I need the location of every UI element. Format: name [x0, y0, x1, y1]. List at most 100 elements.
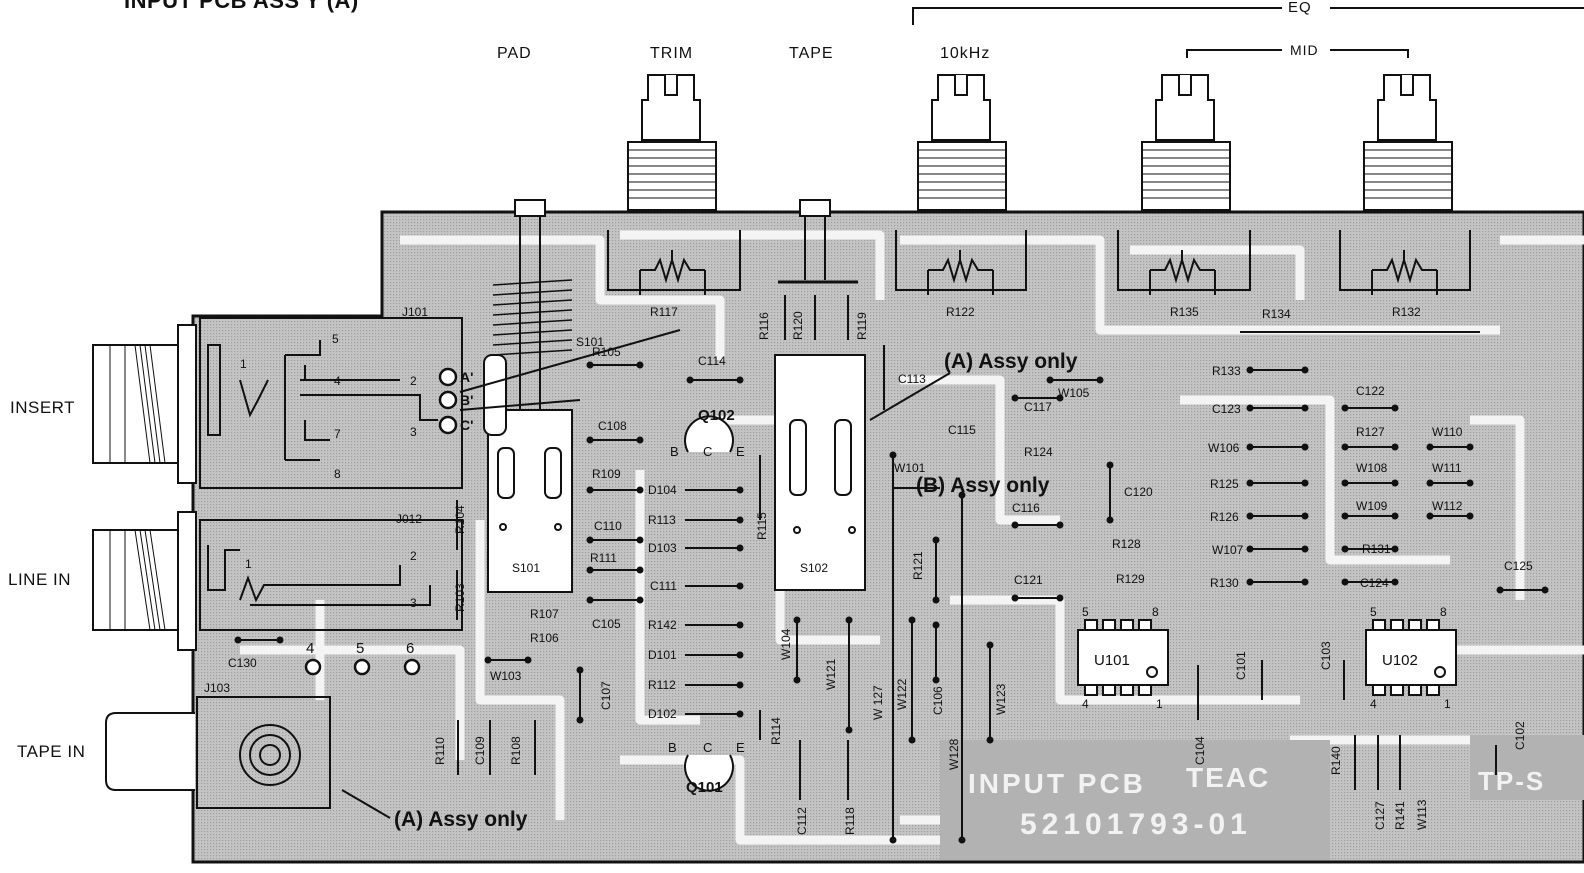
label-w123: W123 — [994, 683, 1008, 715]
u102-pin5: 5 — [1370, 605, 1377, 619]
label-c122: C122 — [1356, 384, 1385, 398]
label-r106: R106 — [530, 631, 559, 645]
label-c102: C102 — [1513, 721, 1527, 750]
label-c101: C101 — [1234, 651, 1248, 680]
label-r126: R126 — [1210, 510, 1239, 524]
label-c117: C117 — [1024, 400, 1052, 414]
label-r132: R132 — [1392, 305, 1421, 319]
label-c111: C111 — [650, 579, 677, 593]
knob-label-trim: TRIM — [650, 45, 694, 62]
pin-8a: 8 — [334, 467, 341, 481]
knob-label-pad: PAD — [497, 45, 532, 62]
silk-part-number: 52101793-01 — [1020, 808, 1252, 841]
pin-2a: 2 — [410, 374, 417, 388]
pin-1a: 1 — [240, 357, 247, 371]
label-d101: D101 — [648, 648, 677, 662]
label-c104: C104 — [1193, 736, 1207, 765]
label-r114: R114 — [769, 717, 783, 745]
label-r135: R135 — [1170, 305, 1199, 319]
label-r127: R127 — [1356, 425, 1385, 439]
label-r131: R131 — [1362, 542, 1391, 556]
label-r128: R128 — [1112, 537, 1141, 551]
label-d102: D102 — [648, 707, 677, 721]
u101-pin5: 5 — [1082, 605, 1089, 619]
q101-c: C — [703, 740, 712, 755]
label-d103: D103 — [648, 541, 677, 555]
label-r134: R134 — [1262, 307, 1291, 321]
u101-pin1: 1 — [1156, 697, 1163, 711]
label-r115: R115 — [755, 512, 769, 540]
label-c105: C105 — [592, 617, 621, 631]
label-r103: R103 — [453, 583, 467, 612]
pin-2b: 2 — [410, 549, 417, 563]
group-label-eq: EQ — [1282, 0, 1318, 16]
switch-s101 — [483, 199, 573, 593]
label-c130: C130 — [228, 656, 257, 670]
label-r110: R110 — [433, 737, 447, 765]
silk-brand: TEAC — [1186, 762, 1271, 793]
label-r121: R121 — [911, 551, 925, 580]
label-c107: C107 — [599, 681, 613, 710]
label-j012: J012 — [396, 512, 422, 526]
label-r133: R133 — [1212, 364, 1241, 378]
label-s101b: S101 — [512, 561, 540, 575]
j012-box — [199, 519, 463, 631]
q102-e: E — [736, 444, 745, 459]
knob-label-10khz: 10kHz — [940, 45, 991, 62]
transistors — [684, 415, 734, 792]
label-w105: W105 — [1058, 386, 1090, 400]
label-r109: R109 — [592, 467, 621, 481]
label-r142: R142 — [648, 618, 677, 632]
pin-a: A' — [460, 369, 473, 385]
label-r116: R116 — [757, 312, 771, 340]
label-w104: W104 — [779, 628, 793, 660]
copper-traces — [240, 230, 1584, 845]
label-r141: R141 — [1393, 801, 1407, 830]
leaders — [341, 7, 1584, 819]
label-r120: R120 — [791, 311, 805, 340]
u102-pin8: 8 — [1440, 605, 1447, 619]
label-r122: R122 — [946, 305, 975, 319]
annotation-b-assy: (B) Assy only — [916, 474, 1050, 497]
label-r124: R124 — [1024, 445, 1053, 459]
label-w127: W 127 — [871, 685, 885, 720]
label-c125: C125 — [1504, 559, 1533, 573]
u101-pin8: 8 — [1152, 605, 1159, 619]
label-w122: W122 — [895, 678, 909, 710]
label-w111: W111 — [1432, 461, 1462, 475]
u101-pin4: 4 — [1082, 697, 1089, 711]
silk-band-right — [1470, 735, 1584, 800]
group-label-mid: MID — [1284, 42, 1325, 58]
label-c112: C112 — [795, 807, 809, 835]
annotation-a-assy-top: (A) Assy only — [944, 350, 1078, 373]
label-c124: C124 — [1360, 576, 1389, 590]
label-r107: R107 — [530, 607, 559, 621]
label-q102: Q102 — [698, 407, 735, 424]
component-leads — [234, 295, 1549, 844]
label-c109: C109 — [473, 736, 487, 765]
pin-3a: 3 — [410, 425, 417, 439]
label-q101: Q101 — [686, 779, 723, 796]
label-c121: C121 — [1014, 573, 1043, 587]
knob-shafts — [627, 74, 1453, 211]
label-c115: C115 — [948, 423, 976, 437]
label-c120: C120 — [1124, 485, 1153, 499]
label-r108: R108 — [509, 736, 523, 765]
label-c108: C108 — [598, 419, 627, 433]
label-w109: W109 — [1356, 499, 1388, 513]
label-c127: C127 — [1373, 801, 1387, 830]
label-w113: W113 — [1415, 799, 1429, 830]
pin-4a: 4 — [334, 374, 341, 388]
silk-board-name: INPUT PCB — [968, 768, 1146, 799]
switch-s102 — [774, 199, 866, 591]
u102-pin4: 4 — [1370, 697, 1377, 711]
q101-e: E — [736, 740, 745, 755]
jack-line-in — [92, 511, 197, 651]
hole-6: 6 — [406, 640, 414, 657]
label-w110: W110 — [1432, 425, 1463, 439]
label-r140: R140 — [1329, 746, 1343, 775]
label-c110: C110 — [594, 519, 622, 533]
label-r112: R112 — [648, 678, 676, 692]
